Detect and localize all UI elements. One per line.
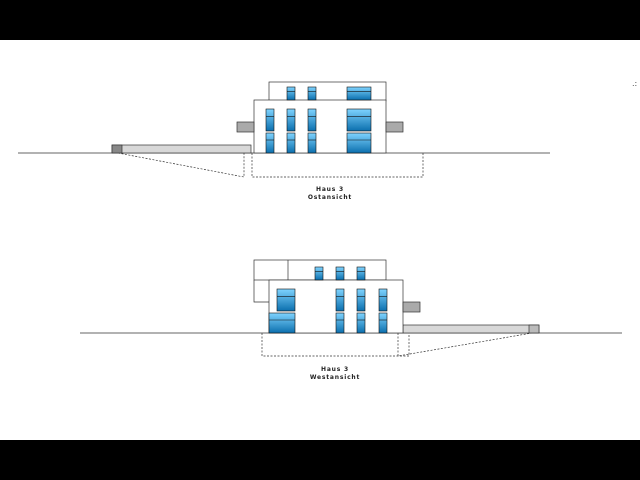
window [314, 266, 324, 281]
window [346, 86, 372, 101]
window [356, 288, 366, 312]
window [286, 108, 296, 132]
window [307, 108, 317, 132]
corner-mark: .: [632, 79, 638, 88]
window [378, 312, 388, 334]
balcony-left [236, 121, 255, 133]
basement-outline [251, 153, 424, 178]
caption-subtitle: Ostansicht [307, 194, 353, 201]
window [265, 108, 275, 132]
elevation-drawing [18, 81, 622, 357]
window [307, 86, 317, 101]
window [346, 108, 372, 132]
window [307, 132, 317, 154]
basement-outline [261, 333, 410, 357]
window [335, 312, 345, 334]
ramp-dashed-outline [397, 332, 533, 357]
window [265, 132, 275, 154]
ramp-wall [402, 324, 540, 334]
east-windows [265, 86, 372, 154]
window [356, 266, 366, 281]
ramp-end [111, 144, 123, 154]
ramp-dashed-outline [117, 152, 245, 178]
drawing-sheet: Haus 3 Ostansicht Haus 3 Westansicht .: [0, 40, 640, 440]
setback-outline [253, 280, 269, 303]
balcony-right [402, 301, 421, 313]
caption-title: Haus 3 [321, 366, 349, 373]
caption-subtitle: Westansicht [309, 374, 361, 381]
east-elevation [18, 81, 550, 178]
window [276, 288, 296, 312]
window [335, 266, 345, 281]
balcony-right [385, 121, 404, 133]
west-windows [268, 266, 388, 334]
west-elevation [80, 259, 622, 357]
caption-west: Haus 3 Westansicht [275, 366, 395, 382]
window [378, 288, 388, 312]
caption-east: Haus 3 Ostansicht [270, 186, 390, 202]
caption-title: Haus 3 [316, 186, 344, 193]
window [286, 132, 296, 154]
ramp-wall [111, 144, 252, 154]
window [286, 86, 296, 101]
window [356, 312, 366, 334]
ramp-end [528, 324, 540, 334]
window [268, 312, 296, 334]
window [335, 288, 345, 312]
window [346, 132, 372, 154]
